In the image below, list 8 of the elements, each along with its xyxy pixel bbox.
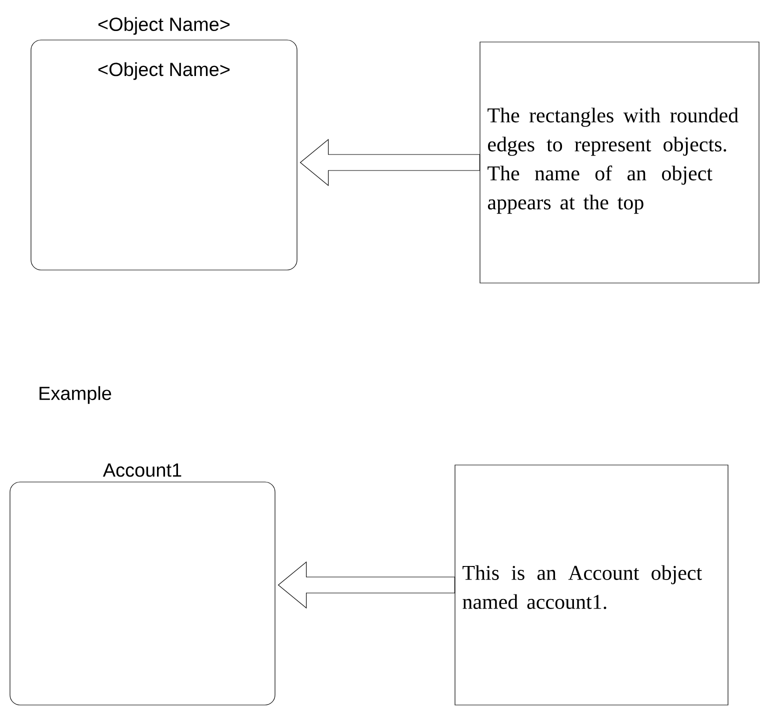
object-name: <Object Name>: [98, 17, 230, 35]
block-arrow: [300, 138, 480, 186]
note-box: The rectangles with rounded edges to represent objects. The name of an object appears at the top: [480, 42, 760, 284]
note-box: This is an Account object named account1.: [454, 464, 728, 706]
object-name: Account1: [102, 464, 182, 477]
block-arrow: [278, 561, 455, 609]
object-box: <Object Name>: [30, 40, 298, 270]
section-label: Example: [40, 386, 112, 404]
